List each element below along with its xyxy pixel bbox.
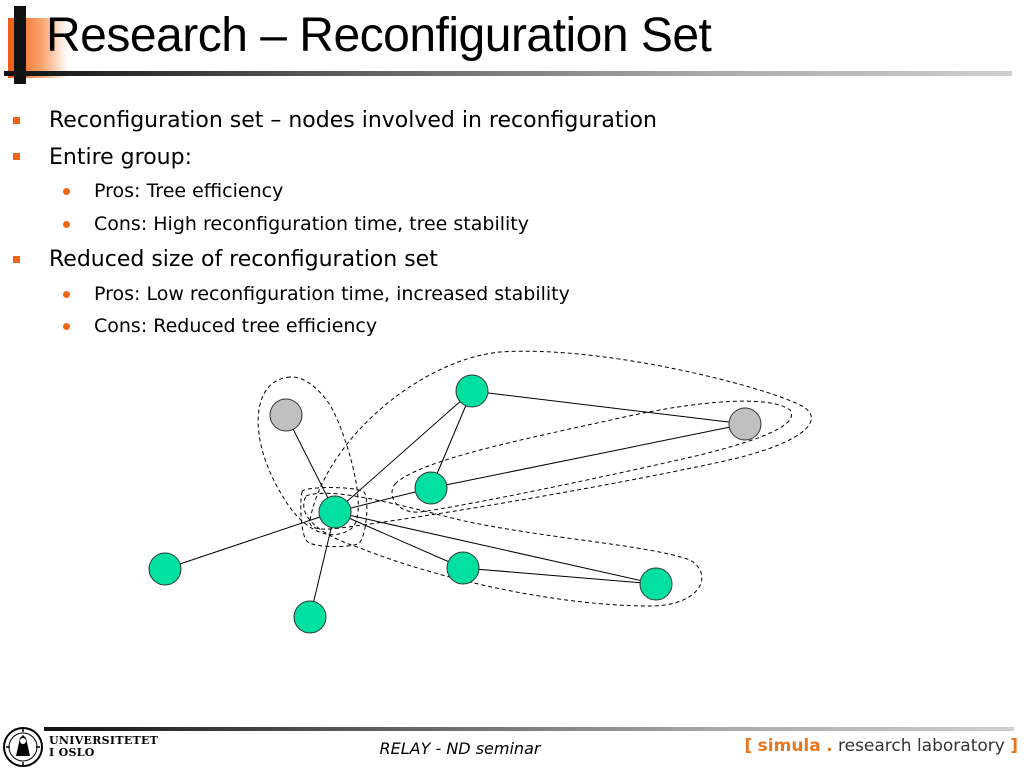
square-bullet-icon (13, 256, 20, 263)
edge (334, 511, 657, 585)
footer-seminar-title: RELAY - ND seminar (379, 739, 541, 758)
set-outline-bottom (303, 492, 703, 607)
edge (430, 423, 746, 489)
edge (334, 511, 464, 569)
node-active (639, 567, 673, 601)
edge (471, 390, 746, 425)
sub-bullet-item: Pros: Tree efficiency (94, 180, 284, 202)
node-active (414, 471, 448, 505)
set-outline-top-large (309, 350, 812, 530)
footer-divider (44, 727, 1014, 731)
bullet-item: Reduced size of reconfiguration set (49, 247, 438, 272)
node-inactive (728, 407, 762, 441)
tree-edges (164, 390, 746, 618)
reconfiguration-set-outlines (257, 350, 812, 607)
edge (285, 414, 336, 513)
bracket-open: [ (744, 736, 753, 756)
node-active (293, 600, 327, 634)
university-name-line1: UNIVERSITETET (49, 734, 159, 747)
bullet-item: Reconfiguration set – nodes involved in … (49, 108, 657, 133)
title-accent-bar (14, 6, 26, 84)
simula-dot: . (826, 736, 833, 756)
edge (462, 567, 657, 585)
university-name-line2: I OSLO (49, 746, 95, 759)
edge (334, 390, 473, 513)
edge (309, 511, 336, 618)
set-outline-left (257, 376, 359, 536)
simula-lab-logo: [ simula . research laboratory ] (744, 736, 1018, 756)
sub-bullet-item: Cons: Reduced tree efficiency (94, 315, 378, 337)
dot-bullet-icon (63, 221, 70, 228)
sub-bullet-item: Pros: Low reconfiguration time, increase… (94, 283, 570, 305)
edge (164, 511, 336, 570)
node-active (446, 551, 480, 585)
university-seal-icon (3, 727, 43, 767)
square-bullet-icon (13, 153, 20, 160)
edge (430, 390, 473, 489)
slide-title: Research – Reconfiguration Set (46, 9, 712, 62)
title-divider (4, 71, 1012, 76)
dot-bullet-icon (63, 323, 70, 330)
node-active (148, 552, 182, 586)
set-outline-top-inner (391, 400, 792, 513)
tree-nodes (148, 374, 762, 634)
simula-word: simula (757, 736, 821, 756)
node-active (455, 374, 489, 408)
set-outline-center (300, 487, 368, 548)
sub-bullet-item: Cons: High reconfiguration time, tree st… (94, 213, 529, 235)
square-bullet-icon (13, 117, 20, 124)
node-inactive (269, 398, 303, 432)
dot-bullet-icon (63, 188, 70, 195)
university-name: UNIVERSITETET I OSLO (49, 735, 158, 759)
node-active (318, 495, 352, 529)
bracket-close: ] (1010, 736, 1018, 756)
research-laboratory-text: research laboratory (838, 736, 1005, 756)
bullet-item: Entire group: (49, 145, 192, 170)
dot-bullet-icon (63, 291, 70, 298)
